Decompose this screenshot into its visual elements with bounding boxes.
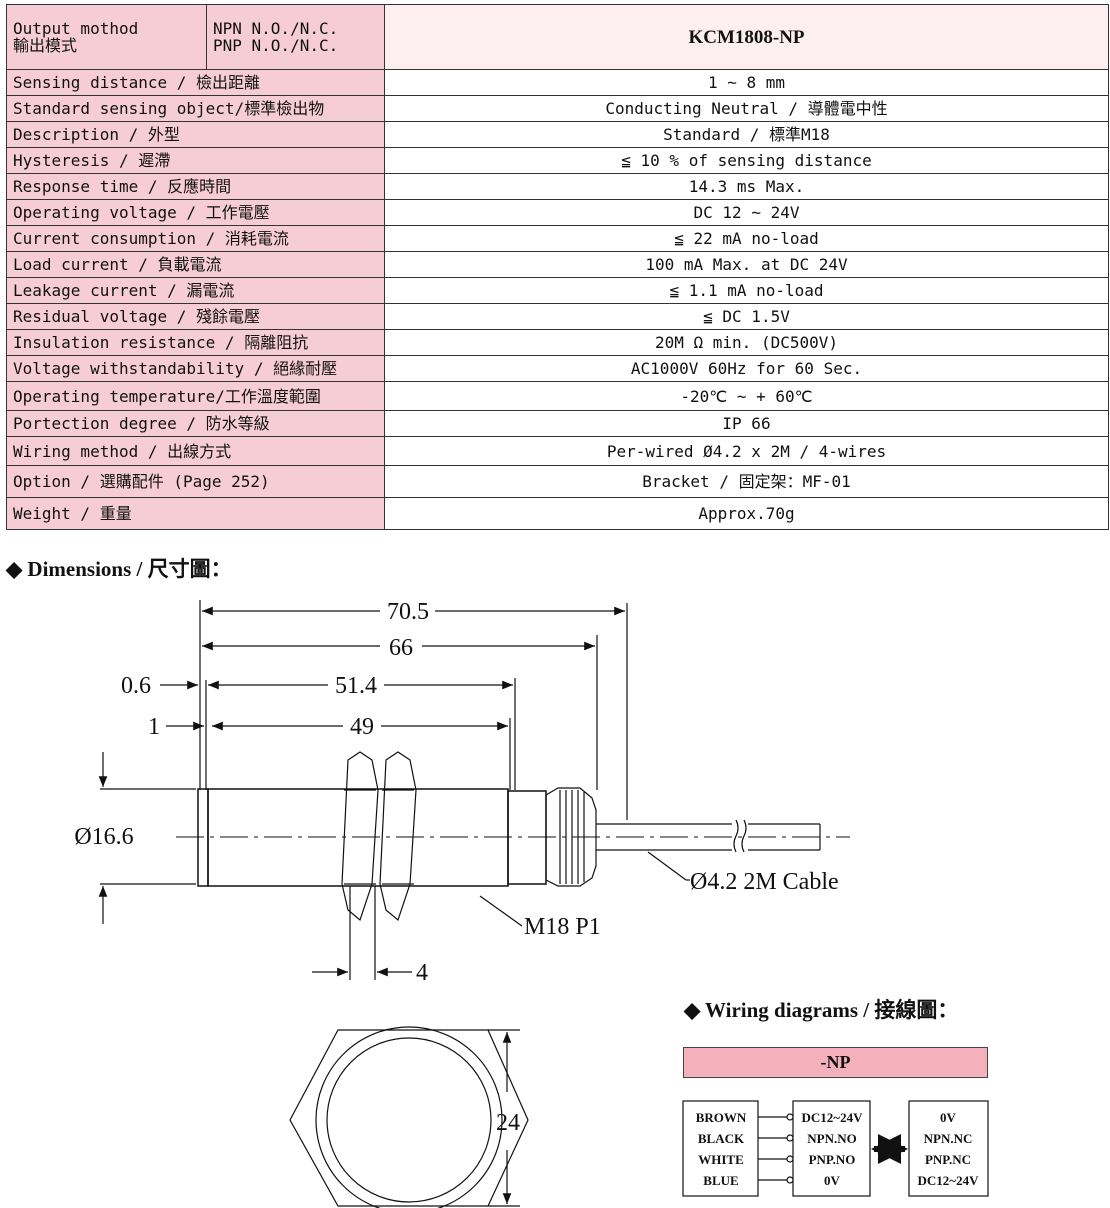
dim-thread-inner: 49 [350,714,374,740]
np-variant-header: -NP [683,1047,988,1078]
output-method-label-en: Output mothod [13,19,139,38]
dim-body-length: 66 [389,635,413,661]
output-modes: NPN N.O./N.C. PNP N.O./N.C. [206,4,385,70]
spec-label: Operating voltage / 工作電壓 [6,199,385,226]
spec-value: IP 66 [384,410,1109,437]
alt-signal-2: NPN.NC [924,1131,973,1146]
dim-thread-length: 51.4 [335,673,377,699]
wiring-diagram: BROWN BLACK WHITE BLUE DC12~24V NPN.NO P… [682,1100,989,1197]
spec-label: Insulation resistance / 隔離阻抗 [6,329,385,356]
spec-label: Hysteresis / 遲滯 [6,147,385,174]
wire-color-white: WHITE [698,1152,744,1167]
wire-color-black: BLACK [698,1131,745,1146]
wire-color-brown: BROWN [696,1110,747,1125]
dim-edge: 1 [148,714,160,740]
spec-value: ≦ 22 mA no-load [384,225,1109,252]
dimensions-heading: ◆ Dimensions / 尺寸圖： [6,557,232,581]
spec-table: Output mothod 輸出模式 NPN N.O./N.C. PNP N.O… [6,4,1109,530]
spec-value: -20℃ ~ + 60℃ [384,381,1109,411]
spec-label: Current consumption / 消耗電流 [6,225,385,252]
dim-nut-width: 4 [416,960,428,986]
spec-label: Operating temperature/工作溫度範圍 [6,381,385,411]
dim-hex-size: 24 [496,1110,520,1136]
thread-label: M18 P1 [524,914,601,940]
spec-label: Sensing distance / 檢出距離 [6,69,385,96]
output-mode-npn: NPN N.O./N.C. [213,19,339,38]
signal-blue: 0V [824,1173,841,1188]
dim-diameter: Ø16.6 [74,824,133,850]
spec-value: ≦ DC 1.5V [384,303,1109,330]
spec-label: Wiring method / 出線方式 [6,436,385,466]
output-method-label: Output mothod 輸出模式 [6,4,207,70]
wiring-heading: ◆ Wiring diagrams / 接線圖： [684,998,959,1022]
dim-overall-length: 70.5 [387,599,429,625]
spec-value: DC 12 ~ 24V [384,199,1109,226]
spec-label: Leakage current / 漏電流 [6,277,385,304]
spec-label: Residual voltage / 殘餘電壓 [6,303,385,330]
spec-value: Conducting Neutral / 導體電中性 [384,95,1109,122]
spec-value: 20M Ω min. (DC500V) [384,329,1109,356]
spec-value: ≦ 1.1 mA no-load [384,277,1109,304]
cable-label: Ø4.2 2M Cable [690,869,839,895]
alt-signal-1: 0V [940,1110,957,1125]
dim-flange: 0.6 [121,673,151,699]
spec-value: AC1000V 60Hz for 60 Sec. [384,355,1109,382]
wire-color-blue: BLUE [703,1173,738,1188]
spec-label: Response time / 反應時間 [6,173,385,200]
signal-black: NPN.NO [807,1131,856,1146]
output-method-label-zh: 輸出模式 [13,36,78,55]
spec-label: Load current / 負載電流 [6,251,385,278]
spec-label: Option / 選購配件 (Page 252) [6,465,385,498]
spec-label: Description / 外型 [6,121,385,148]
spec-value: Standard / 標準M18 [384,121,1109,148]
alt-signal-4: DC12~24V [918,1173,980,1188]
spec-value: Bracket / 固定架：MF-01 [384,465,1109,498]
spec-value: 100 mA Max. at DC 24V [384,251,1109,278]
spec-value: 14.3 ms Max. [384,173,1109,200]
spec-header-row: Output mothod 輸出模式 NPN N.O./N.C. PNP N.O… [6,4,1109,70]
model-name: KCM1808-NP [384,4,1109,70]
dimension-drawing: 70.5 66 0.6 51.4 1 49 Ø16.6 Ø4.2 2M Cabl… [74,599,850,1208]
signal-white: PNP.NO [809,1152,856,1167]
spec-value: ≦ 10 % of sensing distance [384,147,1109,174]
alt-signal-3: PNP.NC [925,1152,971,1167]
output-mode-pnp: PNP N.O./N.C. [213,36,339,55]
spec-label: Standard sensing object/標準檢出物 [6,95,385,122]
spec-value: Approx.70g [384,497,1109,530]
spec-label: Weight / 重量 [6,497,385,530]
spec-value: Per-wired Ø4.2 x 2M / 4-wires [384,436,1109,466]
spec-label: Voltage withstandability / 絕緣耐壓 [6,355,385,382]
signal-brown: DC12~24V [802,1110,864,1125]
spec-label: Portection degree / 防水等級 [6,410,385,437]
spec-value: 1 ~ 8 mm [384,69,1109,96]
